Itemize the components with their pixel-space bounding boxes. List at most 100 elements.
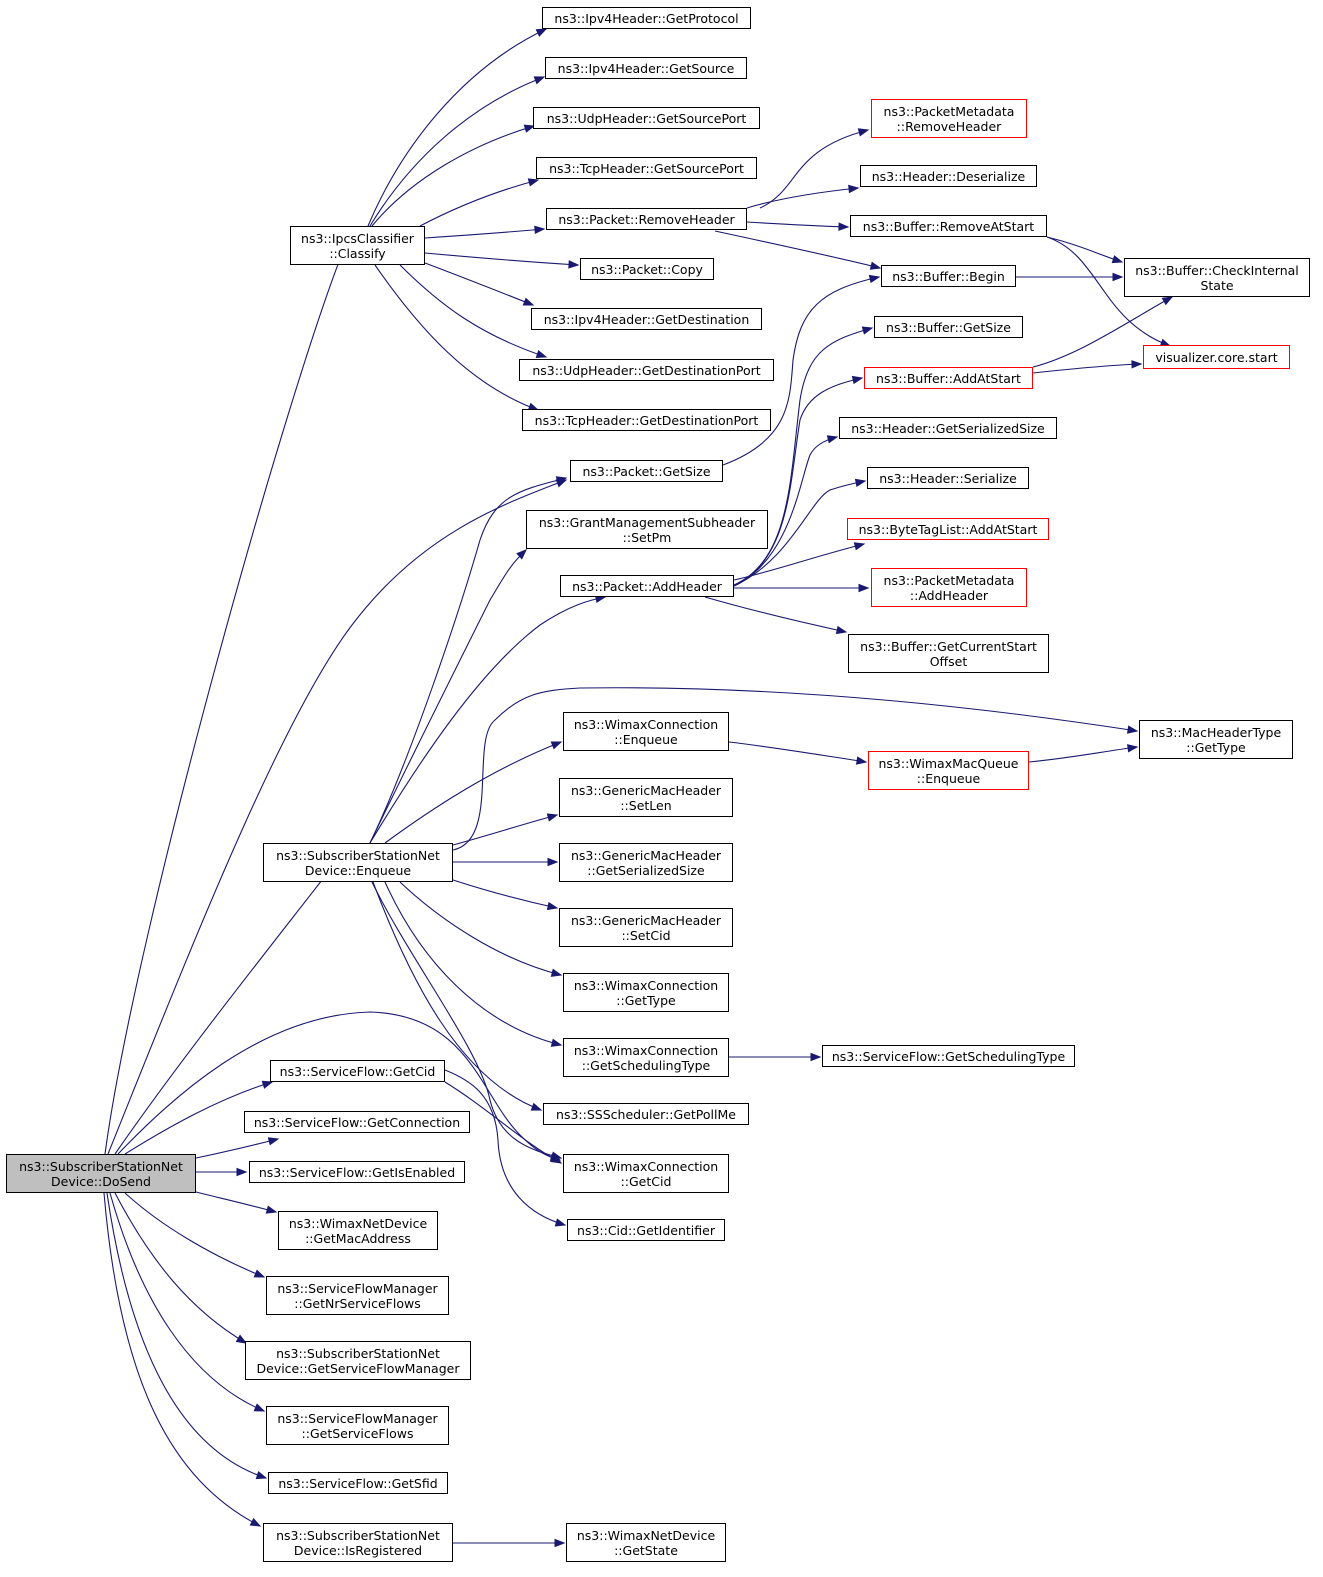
node-packetmetadata-removeheader[interactable]: ns3::PacketMetadata::RemoveHeader (871, 99, 1027, 138)
edge-classify-to-packet_copy (424, 252, 579, 266)
node-ipcsclassifier-classify[interactable]: ns3::IpcsClassifier::Classify (290, 226, 425, 265)
node-label: ::GetType (1186, 739, 1246, 755)
node-label: ns3::Buffer::RemoveAtStart (862, 218, 1035, 234)
node-wimaxconnection-getschedulingtype[interactable]: ns3::WimaxConnection::GetSchedulingType (563, 1038, 729, 1077)
edge-enqueue-to-ssscheduler_getpollme (372, 881, 542, 1111)
node-buffer-begin[interactable]: ns3::Buffer::Begin (881, 265, 1016, 287)
node-ipv4header-getprotocol[interactable]: ns3::Ipv4Header::GetProtocol (542, 7, 751, 29)
arrowhead-gmh_getserializedsize (547, 857, 559, 867)
node-genericmacheader-setlen[interactable]: ns3::GenericMacHeader::SetLen (559, 778, 733, 817)
node-label: ::Enqueue (614, 731, 678, 747)
node-packetmetadata-addheader[interactable]: ns3::PacketMetadata::AddHeader (871, 568, 1027, 607)
node-ssscheduler-getpollme[interactable]: ns3::SSScheduler::GetPollMe (543, 1103, 749, 1125)
node-cid-getidentifier[interactable]: ns3::Cid::GetIdentifier (567, 1219, 725, 1241)
node-ipv4header-getsource[interactable]: ns3::Ipv4Header::GetSource (545, 57, 747, 79)
arrowhead-buffer_removeatstart (838, 222, 850, 231)
node-udpheader-getsourceport[interactable]: ns3::UdpHeader::GetSourcePort (533, 107, 760, 129)
node-serviceflowmanager-getserviceflows[interactable]: ns3::ServiceFlowManager::GetServiceFlows (266, 1406, 449, 1445)
node-buffer-getsize[interactable]: ns3::Buffer::GetSize (874, 316, 1023, 338)
node-genericmacheader-setcid[interactable]: ns3::GenericMacHeader::SetCid (559, 908, 733, 947)
node-visualizer-core-start[interactable]: visualizer.core.start (1143, 345, 1290, 369)
edge-wc_enqueue-to-wmq_enqueue (728, 741, 867, 763)
node-label: ns3::MacHeaderType (1150, 724, 1282, 740)
node-wimaxconnection-gettype[interactable]: ns3::WimaxConnection::GetType (563, 973, 729, 1012)
node-serviceflowmanager-getnrserviceflows[interactable]: ns3::ServiceFlowManager::GetNrServiceFlo… (266, 1276, 449, 1315)
node-serviceflow-getcid[interactable]: ns3::ServiceFlow::GetCid (270, 1060, 445, 1082)
arrowhead-visualizer_core_start (1131, 360, 1143, 369)
node-udpheader-getdestinationport[interactable]: ns3::UdpHeader::GetDestinationPort (519, 359, 774, 381)
node-label: ::SetPm (622, 529, 672, 545)
edge-dosend-to-ssnd_getsfm (114, 1192, 247, 1344)
arrowhead-packet_removeheader (534, 225, 546, 235)
node-packet-removeheader[interactable]: ns3::Packet::RemoveHeader (546, 208, 747, 230)
node-packet-addheader[interactable]: ns3::Packet::AddHeader (560, 575, 734, 597)
node-label: ns3::Ipv4Header::GetProtocol (554, 10, 739, 26)
arrowhead-btl_addatstart (853, 542, 866, 551)
arrowhead-wc_gettype (550, 968, 563, 977)
node-label: Device::GetServiceFlowManager (256, 1360, 460, 1376)
node-label: ns3::WimaxConnection (573, 977, 719, 993)
node-label: visualizer.core.start (1155, 349, 1278, 365)
node-label: ns3::Ipv4Header::GetDestination (543, 311, 750, 327)
arrowhead-tcp_getsourceport (527, 178, 540, 187)
node-label: ::AddHeader (909, 587, 989, 603)
node-label: ::GetType (616, 992, 676, 1008)
edge-enqueue-to-wc_getcid (371, 881, 562, 1159)
node-serviceflow-getconnection[interactable]: ns3::ServiceFlow::GetConnection (244, 1111, 470, 1133)
node-packet-copy[interactable]: ns3::Packet::Copy (580, 258, 714, 280)
edge-packet_removeheader-to-header_deserialize (746, 187, 859, 209)
node-label: State (1200, 277, 1234, 293)
node-packet-getsize[interactable]: ns3::Packet::GetSize (570, 460, 723, 482)
arrowhead-buffer_checkinternalstate (1111, 255, 1124, 264)
node-label: ns3::GenericMacHeader (570, 847, 722, 863)
arrowhead-gms_setpm (516, 549, 528, 560)
node-label: ::GetCid (620, 1173, 672, 1189)
node-wimaxnetdevice-getstate[interactable]: ns3::WimaxNetDevice::GetState (566, 1523, 726, 1562)
node-label: ns3::Packet::RemoveHeader (558, 211, 735, 227)
arrowhead-packet_copy (568, 260, 580, 269)
node-genericmacheader-getserializedsize[interactable]: ns3::GenericMacHeader::GetSerializedSize (559, 843, 733, 882)
node-tcpheader-getsourceport[interactable]: ns3::TcpHeader::GetSourcePort (536, 157, 757, 179)
arrowhead-buffer_addatstart (851, 375, 864, 385)
node-serviceflow-getschedulingtype[interactable]: ns3::ServiceFlow::GetSchedulingType (822, 1045, 1075, 1067)
node-label: ns3::SSScheduler::GetPollMe (556, 1106, 736, 1122)
node-tcpheader-getdestinationport[interactable]: ns3::TcpHeader::GetDestinationPort (522, 409, 771, 431)
node-serviceflow-getsfid[interactable]: ns3::ServiceFlow::GetSfid (268, 1472, 448, 1494)
edge-dosend-to-wnd_getmacaddress (195, 1191, 277, 1213)
node-wimaxmacqueue-enqueue[interactable]: ns3::WimaxMacQueue::Enqueue (868, 751, 1029, 790)
arrowhead-mht_gettype (1127, 744, 1139, 753)
node-label: ns3::Buffer::CheckInternal (1135, 262, 1299, 278)
edge-classify-to-ipv4_getdestination (424, 262, 534, 306)
node-wimaxconnection-enqueue[interactable]: ns3::WimaxConnection::Enqueue (563, 712, 729, 751)
node-grantmanagementsubheader-setpm[interactable]: ns3::GrantManagementSubheader::SetPm (526, 510, 768, 549)
edge-packet_removeheader-to-buffer_removeatstart (746, 221, 849, 228)
node-buffer-addatstart[interactable]: ns3::Buffer::AddAtStart (864, 367, 1033, 389)
edge-buffer_removeatstart-to-buffer_checkinternalstate (1046, 236, 1123, 263)
node-label: ns3::Header::GetSerializedSize (851, 420, 1045, 436)
node-wimaxconnection-getcid[interactable]: ns3::WimaxConnection::GetCid (563, 1154, 729, 1193)
node-label: ::GetMacAddress (305, 1230, 411, 1246)
arrowhead-wc_getschedulingtype (550, 1038, 563, 1047)
node-bytetaglist-addatstart[interactable]: ns3::ByteTagList::AddAtStart (847, 518, 1049, 540)
node-header-getserializedsize[interactable]: ns3::Header::GetSerializedSize (839, 417, 1057, 439)
node-wimaxnetdevice-getmacaddress[interactable]: ns3::WimaxNetDevice::GetMacAddress (278, 1211, 438, 1250)
node-serviceflow-getisenabled[interactable]: ns3::ServiceFlow::GetIsEnabled (249, 1161, 465, 1183)
node-ipv4header-getdestination[interactable]: ns3::Ipv4Header::GetDestination (531, 308, 762, 330)
node-label: ns3::Buffer::Begin (892, 268, 1005, 284)
node-label: ns3::Ipv4Header::GetSource (557, 60, 735, 76)
edge-packet_addheader-to-buffer_getcurrentstartoffset (704, 596, 847, 633)
node-macheadertype-gettype[interactable]: ns3::MacHeaderType::GetType (1139, 720, 1293, 759)
arrowhead-buffer_begin (868, 274, 881, 284)
node-header-deserialize[interactable]: ns3::Header::Deserialize (860, 165, 1037, 187)
edge-packet_addheader-to-header_getserializedsize (733, 436, 838, 587)
node-header-serialize[interactable]: ns3::Header::Serialize (867, 467, 1029, 489)
arrowhead-buffer_getcurrentstartoffset (835, 625, 848, 635)
node-buffer-removeatstart[interactable]: ns3::Buffer::RemoveAtStart (850, 215, 1047, 237)
